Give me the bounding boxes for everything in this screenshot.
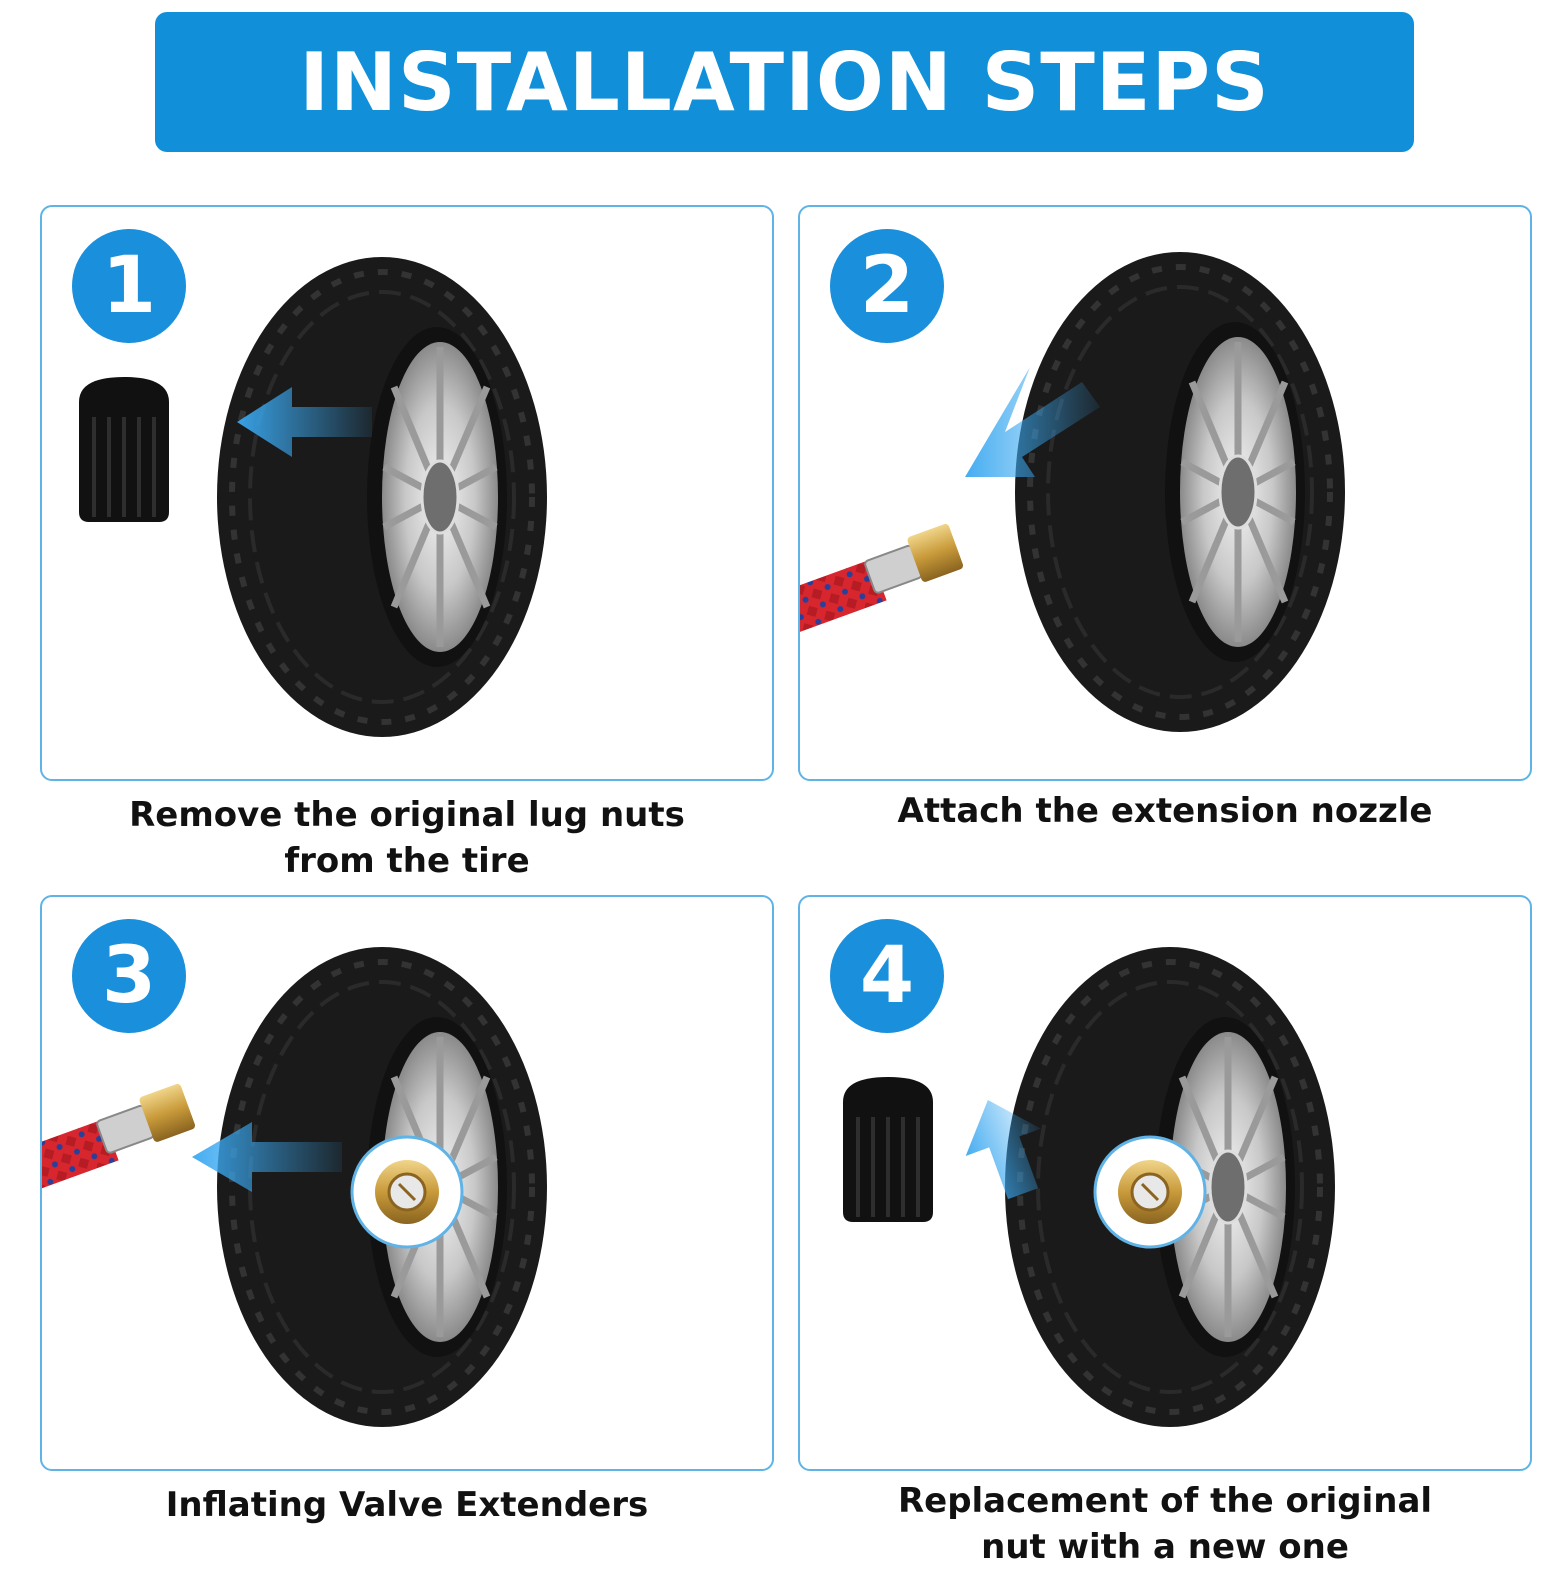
step-4-panel: 4 — [798, 895, 1532, 1471]
step-3-illustration — [42, 897, 774, 1471]
page-title: INSTALLATION STEPS — [299, 35, 1270, 129]
caption-line: Remove the original lug nuts — [129, 795, 685, 835]
step-1-illustration — [77, 207, 774, 781]
step-3-panel: 3 — [40, 895, 774, 1471]
valve-cap-icon — [77, 375, 171, 524]
caption-line: Inflating Valve Extenders — [165, 1485, 649, 1525]
step-1-panel: 1 — [40, 205, 774, 781]
step-2-panel: 2 — [798, 205, 1532, 781]
valve-zoom-icon — [350, 1135, 464, 1249]
valve-zoom-icon — [1093, 1135, 1207, 1249]
valve-cap-icon — [841, 1075, 935, 1224]
step-number-badge: 1 — [72, 229, 186, 343]
step-2-illustration — [800, 207, 1532, 781]
step-3-caption: Inflating Valve Extenders — [40, 1482, 774, 1528]
valve-extender-icon — [42, 1081, 198, 1206]
caption-line: Attach the extension nozzle — [897, 791, 1433, 831]
step-number-badge: 4 — [830, 919, 944, 1033]
caption-line: Replacement of the original — [897, 1481, 1433, 1521]
caption-line: nut with a new one — [981, 1527, 1349, 1567]
title-banner: INSTALLATION STEPS — [155, 12, 1414, 152]
valve-extender-icon — [800, 521, 966, 646]
step-number-badge: 2 — [830, 229, 944, 343]
step-4-caption: Replacement of the original nut with a n… — [798, 1478, 1532, 1570]
step-2-caption: Attach the extension nozzle — [798, 788, 1532, 834]
step-1-caption: Remove the original lug nuts from the ti… — [40, 792, 774, 884]
step-4-illustration — [841, 897, 1532, 1471]
caption-line: from the tire — [284, 841, 530, 881]
step-number-badge: 3 — [72, 919, 186, 1033]
